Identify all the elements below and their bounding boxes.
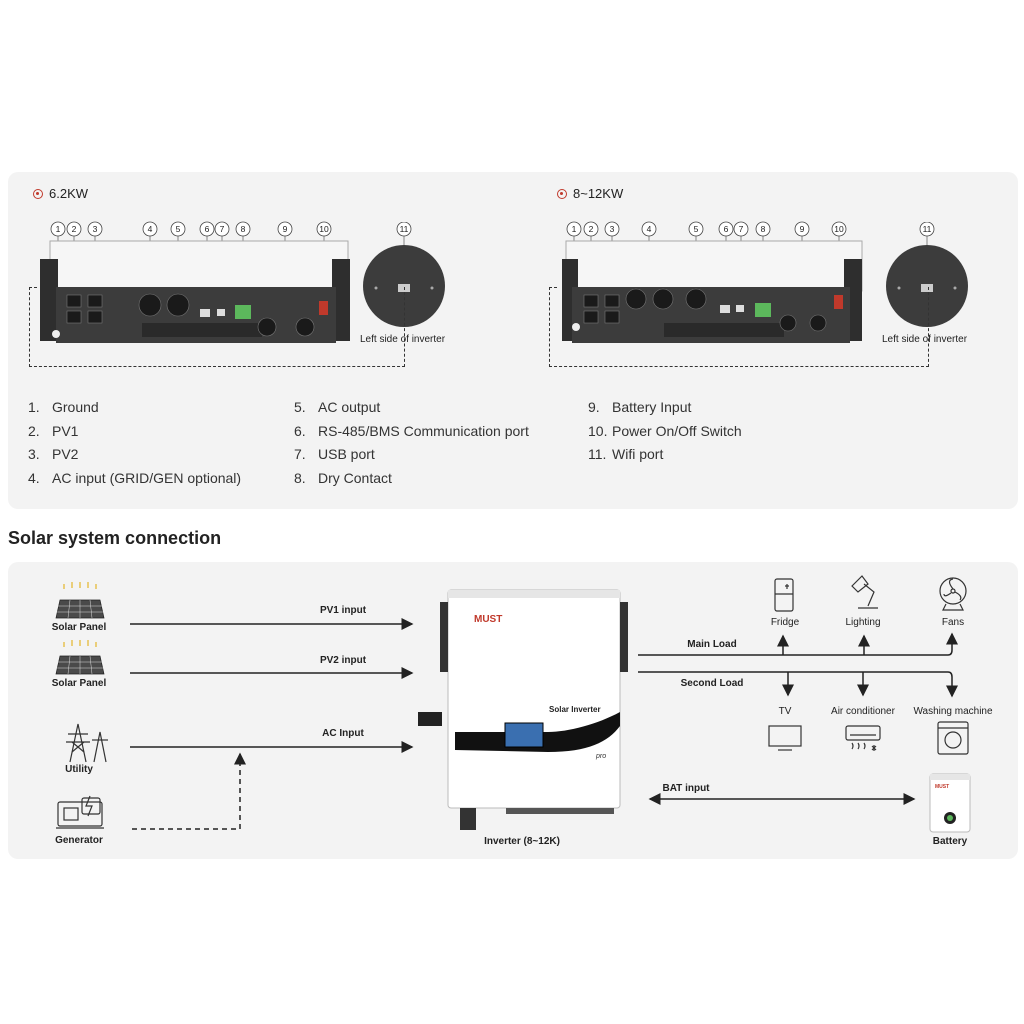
load-label-air-conditioner: Air conditioner (831, 706, 895, 717)
fan-icon (939, 577, 967, 611)
inverter-bottom-view-12kw: 1 2 3 4 5 6 7 8 9 10 (562, 221, 863, 343)
solar-panel-label: Solar Panel (51, 622, 107, 633)
washing-machine-icon (937, 721, 969, 755)
callout-3: 3 (610, 224, 615, 234)
model-title-right: 8~12KW (557, 186, 623, 201)
callout-5: 5 (176, 224, 181, 234)
callout-9: 9 (283, 224, 288, 234)
callout-4: 4 (148, 224, 153, 234)
callout-1: 1 (572, 224, 577, 234)
legend-item: 4.AC input (GRID/GEN optional) (28, 469, 242, 486)
inverter-product-name: Solar Inverter (549, 705, 601, 714)
callout-4: 4 (647, 224, 652, 234)
second-load-line (638, 671, 958, 698)
fridge-icon (774, 578, 794, 612)
side-label-left: Left side of inverter (360, 334, 446, 345)
battery-brand: MUST (935, 784, 949, 790)
callout-10: 10 (319, 224, 329, 234)
legend-item: 5.AC output (294, 399, 381, 415)
load-label-washing-machine: Washing machine (913, 706, 993, 717)
legend-item: 11.Wifi port (588, 446, 664, 462)
dotted-connector-left (29, 287, 405, 367)
solar-panel-label: Solar Panel (51, 678, 107, 689)
inverter-brand: MUST (474, 614, 502, 625)
pv2-input-label: PV2 input (319, 655, 367, 666)
callout-10: 10 (834, 224, 844, 234)
callout-1: 1 (56, 224, 61, 234)
side-label-right: Left side of inverter (882, 334, 968, 345)
tv-icon (768, 725, 802, 751)
callout-5: 5 (694, 224, 699, 234)
dotted-connector-right (549, 287, 929, 367)
battery-device (929, 773, 971, 833)
legend-item: 2.PV1 (28, 422, 79, 439)
model-title-left: 6.2KW (33, 186, 88, 201)
bullet-icon (33, 188, 43, 199)
solar-panel-icon (55, 640, 105, 675)
solar-panel-icon (55, 582, 105, 619)
utility-label: Utility (65, 764, 93, 775)
generator-icon (56, 795, 104, 829)
callout-7: 7 (220, 224, 225, 234)
inverter-device (418, 589, 628, 830)
connection-diagram: MUST Solar Inverter pro MUST (55, 575, 971, 833)
legend-column-1: 1.Ground 2.PV1 3.PV2 4.AC input (GRID/GE… (28, 396, 241, 490)
main-load-label: Main Load (687, 639, 737, 650)
legend-item: 8.Dry Contact (294, 469, 392, 486)
load-label-tv: TV (778, 706, 792, 717)
battery-label: Battery (932, 836, 968, 847)
legend-item: 6.RS-485/BMS Communication port (294, 422, 529, 439)
generator-line (132, 752, 246, 830)
callout-11: 11 (923, 224, 932, 234)
inverter-bottom-view-6kw: 1 2 3 4 5 6 7 8 9 10 (40, 221, 350, 343)
callout-8: 8 (761, 224, 766, 234)
callout-6: 6 (724, 224, 729, 234)
callout-11: 11 (400, 224, 409, 234)
utility-tower-icon (66, 723, 108, 763)
pv1-input-label: PV1 input (319, 605, 367, 616)
inverter-badge: pro (595, 753, 606, 760)
load-label-lighting: Lighting (845, 617, 881, 628)
legend-column-2: 5.AC output 6.RS-485/BMS Communication p… (294, 396, 529, 490)
inverter-label: Inverter (8~12K) (484, 836, 560, 847)
legend-item: 3.PV2 (28, 446, 79, 462)
ac-input-label: AC Input (322, 728, 364, 739)
bat-input-label: BAT input (662, 783, 710, 794)
legend-item: 1.Ground (28, 399, 99, 415)
inverter-side-view-12kw: 11 (886, 222, 968, 327)
air-conditioner-icon (845, 725, 881, 751)
callout-7: 7 (739, 224, 744, 234)
legend-column-3: 9.Battery Input 10.Power On/Off Switch 1… (588, 396, 742, 467)
legend-item: 10.Power On/Off Switch (588, 422, 742, 439)
callout-2: 2 (72, 224, 77, 234)
wifi-port-icon (921, 284, 933, 292)
main-load-line (638, 632, 958, 656)
legend-item: 7.USB port (294, 446, 375, 462)
lamp-icon (851, 575, 878, 609)
callout-3: 3 (93, 224, 98, 234)
load-label-fans: Fans (941, 617, 965, 628)
callout-9: 9 (800, 224, 805, 234)
callout-2: 2 (589, 224, 594, 234)
bullet-icon (557, 188, 567, 199)
callout-6: 6 (205, 224, 210, 234)
callout-8: 8 (241, 224, 246, 234)
load-label-fridge: Fridge (770, 617, 800, 628)
second-load-label: Second Load (680, 678, 744, 689)
legend-item: 9.Battery Input (588, 399, 692, 415)
section-title: Solar system connection (8, 528, 222, 548)
generator-label: Generator (55, 835, 103, 846)
